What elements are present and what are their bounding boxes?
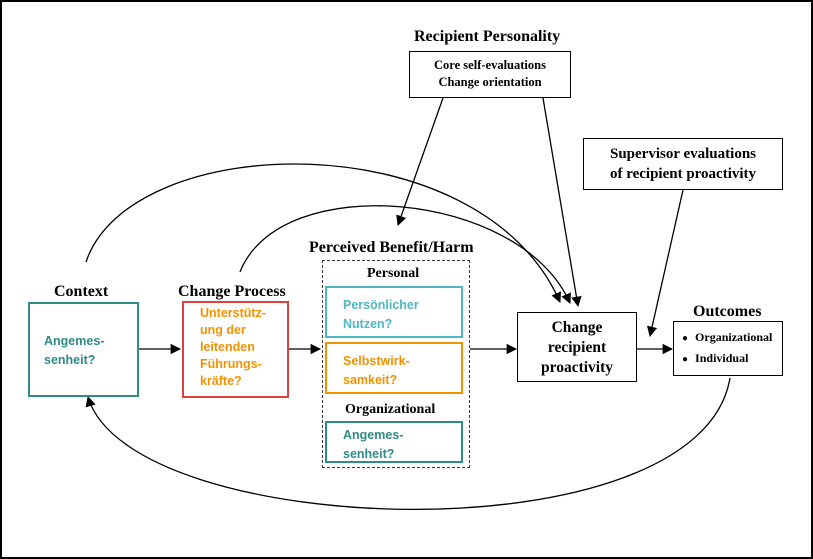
outcome-item-individual: ● Individual: [682, 351, 749, 365]
organizational-label: Organizational: [345, 402, 436, 417]
perceived-benefit-harm-group: [322, 260, 470, 468]
change-process-title: Change Process: [178, 283, 286, 300]
organizational-appropriateness-box: Angemes- senheit?: [325, 421, 463, 463]
leadership-support-box: Unterstütz- ung der leitenden Führungs- …: [182, 301, 289, 398]
arrow-supervisor-to-outcomes: [646, 189, 684, 338]
curve-outcomes-to-context: [85, 377, 731, 510]
context-title: Context: [54, 283, 109, 300]
context-appropriateness-box: Angemes- senheit?: [28, 302, 139, 397]
personality-item-core-self-evaluations: Core self-evaluations: [434, 58, 546, 72]
self-efficacy-box: Selbstwirk- samkeit?: [325, 342, 463, 394]
recipient-personality-box: Core self-evaluations Change orientation: [409, 51, 571, 98]
personality-item-change-orientation: Change orientation: [438, 75, 542, 89]
curve-process-to-proactivity: [239, 205, 571, 304]
recipient-personality-title: Recipient Personality: [414, 28, 561, 45]
arrow-personality-to-perceived: [396, 97, 444, 226]
bullet-icon: ●: [682, 333, 689, 344]
supervisor-evaluations-box: Supervisor evaluations of recipient proa…: [583, 138, 783, 190]
outcome-item-organizational: ● Organizational: [682, 330, 773, 344]
bullet-icon: ●: [682, 354, 689, 365]
outcomes-title: Outcomes: [693, 303, 762, 320]
outcomes-box: ● Organizational ● Individual: [673, 321, 783, 376]
personal-label: Personal: [367, 266, 420, 281]
perceived-benefit-harm-title: Perceived Benefit/Harm: [309, 239, 474, 256]
change-recipient-proactivity-box: Change recipient proactivity: [517, 312, 637, 382]
curve-context-to-proactivity: [85, 163, 561, 303]
personal-benefit-box: Persönlicher Nutzen?: [325, 286, 463, 338]
arrow-personality-to-proactivity: [542, 97, 582, 308]
